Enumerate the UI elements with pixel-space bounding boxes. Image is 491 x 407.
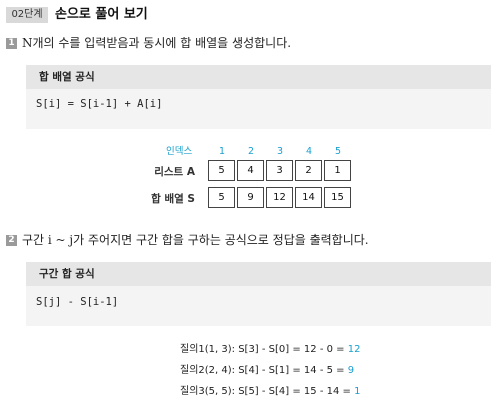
section-title: 손으로 풀어 보기 <box>55 7 148 22</box>
range-sum-formula-box: S[j] - S[i-1] <box>26 286 491 326</box>
query-expression: 질의1(1, 3): S[3] - S[0] = 12 - 0 = <box>180 344 348 355</box>
index-cell: 2 <box>247 146 255 157</box>
sum-s-cell: 15 <box>324 187 351 208</box>
index-cell: 3 <box>276 146 284 157</box>
query-line: 질의3(5, 5): S[5] - S[4] = 15 - 14 = 1 <box>180 385 360 399</box>
range-sum-formula: S[j] - S[i-1] <box>36 296 119 308</box>
sum-s-cell: 14 <box>295 187 322 208</box>
step-1-text: N개의 수를 입력받음과 동시에 합 배열을 생성합니다. <box>22 36 292 50</box>
index-label: 인덱스 <box>166 146 193 157</box>
range-sum-formula-header: 구간 합 공식 <box>26 262 491 286</box>
list-a-cell: 5 <box>208 160 235 181</box>
prefix-sum-formula-title: 합 배열 공식 <box>39 71 95 83</box>
list-a-cell: 1 <box>324 160 351 181</box>
query-result: 1 <box>354 386 361 397</box>
index-cell: 5 <box>334 146 342 157</box>
step-2-number: 2 <box>6 235 17 246</box>
list-a-label: 리스트 A <box>154 166 195 178</box>
index-cell: 1 <box>218 146 226 157</box>
query-result: 12 <box>347 344 361 355</box>
list-a-cell: 4 <box>237 160 264 181</box>
index-cell: 4 <box>305 146 313 157</box>
query-line: 질의2(2, 4): S[4] - S[1] = 14 - 5 = 9 <box>180 364 354 378</box>
prefix-sum-formula-box: S[i] = S[i-1] + A[i] <box>26 89 491 129</box>
sum-s-label: 합 배열 S <box>151 193 195 205</box>
step-2-text: 구간 i ~ j가 주어지면 구간 합을 구하는 공식으로 정답을 출력합니다. <box>22 233 369 247</box>
sum-s-cell: 5 <box>208 187 235 208</box>
query-line: 질의1(1, 3): S[3] - S[0] = 12 - 0 = 12 <box>180 343 360 357</box>
list-a-cell: 3 <box>266 160 293 181</box>
sum-s-cell: 12 <box>266 187 293 208</box>
query-expression: 질의2(2, 4): S[4] - S[1] = 14 - 5 = <box>180 365 348 376</box>
prefix-sum-formula: S[i] = S[i-1] + A[i] <box>36 98 163 110</box>
list-a-cell: 2 <box>295 160 322 181</box>
range-sum-formula-title: 구간 합 공식 <box>39 268 95 280</box>
prefix-sum-formula-header: 합 배열 공식 <box>26 65 491 89</box>
step-1-number: 1 <box>6 38 17 49</box>
query-result: 9 <box>347 365 355 376</box>
sum-s-cell: 9 <box>237 187 264 208</box>
stage-badge: 02단계 <box>6 7 48 23</box>
query-expression: 질의3(5, 5): S[5] - S[4] = 15 - 14 = <box>180 386 355 397</box>
